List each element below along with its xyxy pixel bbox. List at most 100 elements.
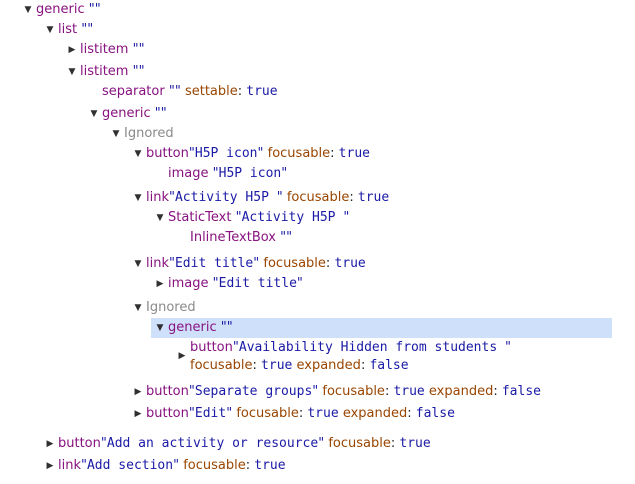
tree-node-link-activity[interactable]: ▼link"Activity H5P " focusable: true	[132, 188, 390, 208]
empty-name: ""	[220, 320, 233, 335]
node-role: generic	[36, 2, 85, 17]
tree-node-statictext[interactable]: ▼StaticText "Activity H5P "	[154, 208, 350, 228]
node-name: Availability Hidden from students	[238, 340, 505, 355]
tree-node-button-availability-attrs: focusable: true expanded: false	[190, 358, 409, 373]
node-role: button	[58, 436, 101, 451]
collapsed-triangle-icon[interactable]: ▶	[178, 351, 186, 361]
node-role: link	[146, 190, 169, 205]
collapsed-triangle-icon[interactable]: ▶	[156, 279, 164, 289]
tree-node-separator[interactable]: separator "" settable: true	[102, 84, 278, 99]
node-role: listitem	[80, 64, 129, 79]
expanded-triangle-icon[interactable]: ▼	[134, 149, 142, 159]
node-name: Add section	[86, 458, 174, 473]
collapsed-triangle-icon[interactable]: ▶	[46, 439, 54, 449]
expanded-triangle-icon[interactable]: ▼	[90, 109, 98, 119]
ignored-label: Ignored	[146, 300, 196, 315]
node-role: button	[190, 340, 233, 355]
tree-node-button-availability-toggle[interactable]: ▶	[176, 346, 190, 366]
attr-name: settable	[184, 84, 238, 99]
tree-node-button-availability[interactable]: button"Availability Hidden from students…	[190, 340, 511, 355]
selected-row-highlight	[151, 318, 612, 338]
collapsed-triangle-icon[interactable]: ▶	[134, 387, 142, 397]
empty-name: ""	[168, 84, 181, 99]
node-role: image	[168, 166, 209, 181]
attr-value: false	[369, 358, 409, 373]
attr-value: false	[501, 384, 541, 399]
expanded-triangle-icon[interactable]: ▼	[24, 5, 32, 15]
node-role: list	[58, 22, 78, 37]
collapsed-triangle-icon[interactable]: ▶	[68, 45, 76, 55]
expanded-triangle-icon[interactable]: ▼	[112, 129, 120, 139]
attr-value: true	[393, 384, 425, 399]
tree-node-inlinetextbox[interactable]: InlineTextBox ""	[190, 228, 292, 248]
node-name: Activity H5P	[241, 210, 344, 225]
node-name: Activity H5P	[174, 190, 277, 205]
tree-node-button-add-activity[interactable]: ▶button"Add an activity or resource" foc…	[44, 434, 431, 454]
tree-node-generic[interactable]: ▼generic ""	[88, 104, 167, 124]
attr-name: focusable	[190, 358, 253, 373]
node-name: Separate groups	[194, 384, 313, 399]
node-name: Add an activity or resource	[106, 436, 319, 451]
node-name: H5P icon	[218, 166, 282, 181]
empty-name: ""	[81, 22, 94, 37]
attr-value: true	[338, 146, 370, 161]
attr-name: focusable	[286, 190, 350, 205]
node-role: button	[146, 384, 189, 399]
attr-value: true	[399, 436, 431, 451]
ignored-label: Ignored	[124, 126, 174, 141]
node-name: Edit	[194, 406, 227, 421]
tree-node-image-edit-title[interactable]: ▶image "Edit title"	[154, 274, 303, 294]
attr-name: expanded	[296, 358, 361, 373]
attr-name: focusable	[263, 256, 326, 271]
node-role: listitem	[80, 42, 129, 57]
tree-node-listitem-2[interactable]: ▼ listitem ""	[66, 62, 145, 82]
tree-node-button-h5p-icon[interactable]: ▼button"H5P icon" focusable: true	[132, 144, 370, 164]
tree-node-link-add-section[interactable]: ▶link"Add section" focusable: true	[44, 456, 286, 476]
attr-name: focusable	[236, 406, 299, 421]
tree-node-generic-selected[interactable]: ▼ generic ""	[154, 318, 233, 338]
attr-name: expanded	[342, 406, 408, 421]
node-role: separator	[102, 84, 165, 99]
tree-node-button-separate-groups[interactable]: ▶button"Separate groups" focusable: true…	[132, 382, 541, 402]
tree-node-button-edit[interactable]: ▶button"Edit" focusable: true expanded: …	[132, 404, 455, 424]
expanded-triangle-icon[interactable]: ▼	[156, 323, 164, 333]
attr-name: focusable	[183, 458, 246, 473]
expanded-triangle-icon[interactable]: ▼	[46, 25, 54, 35]
expanded-triangle-icon[interactable]: ▼	[134, 259, 142, 269]
empty-name: ""	[132, 42, 145, 57]
tree-node-ignored-1[interactable]: ▼ Ignored	[110, 124, 174, 144]
attr-value: true	[357, 190, 390, 205]
tree-node-image-h5p-icon[interactable]: image "H5P icon"	[168, 166, 288, 181]
expanded-triangle-icon[interactable]: ▼	[134, 303, 142, 313]
node-name: Edit title	[174, 256, 254, 271]
collapsed-triangle-icon[interactable]: ▶	[46, 461, 54, 471]
expanded-triangle-icon[interactable]: ▼	[134, 193, 142, 203]
expanded-triangle-icon[interactable]: ▼	[156, 213, 164, 223]
attr-name: focusable	[267, 146, 331, 161]
tree-node-list[interactable]: ▼ list ""	[44, 20, 94, 40]
expanded-triangle-icon[interactable]: ▼	[68, 67, 76, 77]
node-name: H5P icon	[194, 146, 258, 161]
empty-name: ""	[88, 2, 101, 17]
attr-value: true	[261, 358, 293, 373]
node-role: InlineTextBox	[190, 230, 276, 245]
node-role: image	[168, 276, 209, 291]
attr-value: false	[415, 406, 455, 421]
attr-name: expanded	[428, 384, 494, 399]
node-role: generic	[102, 106, 151, 121]
tree-node-ignored-2[interactable]: ▼ Ignored	[132, 298, 196, 318]
node-role: link	[58, 458, 81, 473]
attr-value: true	[254, 458, 286, 473]
attr-value: true	[246, 84, 278, 99]
tree-node-link-edit-title[interactable]: ▼link"Edit title" focusable: true	[132, 254, 366, 274]
attr-name: focusable	[328, 436, 391, 451]
node-role: generic	[168, 320, 217, 335]
attr-value: true	[307, 406, 339, 421]
attr-name: focusable	[322, 384, 385, 399]
empty-name: ""	[132, 64, 145, 79]
collapsed-triangle-icon[interactable]: ▶	[134, 409, 142, 419]
tree-node-listitem-1[interactable]: ▶ listitem ""	[66, 40, 145, 60]
node-role: button	[146, 146, 189, 161]
node-name: Edit title	[218, 276, 297, 291]
tree-node-generic-root[interactable]: ▼ generic ""	[22, 0, 101, 20]
